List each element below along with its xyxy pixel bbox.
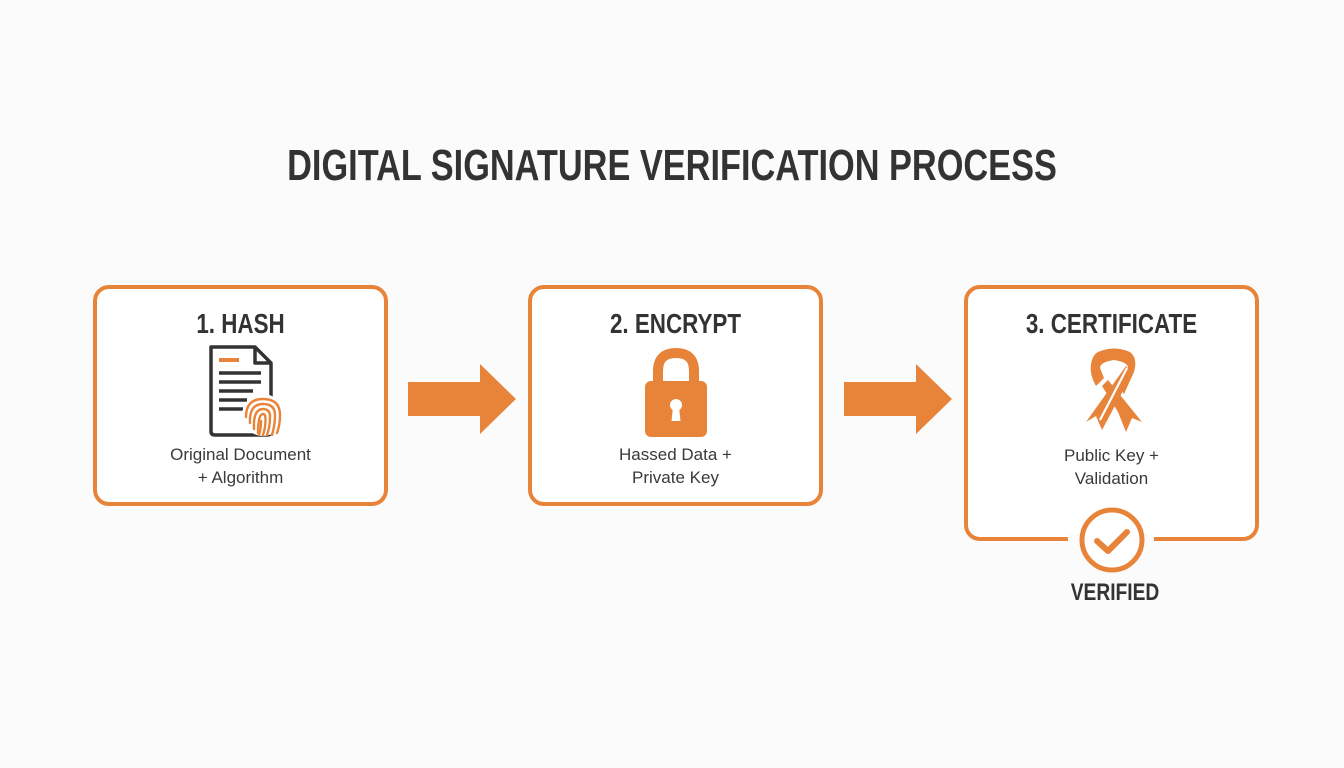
arrow-right-icon [844, 364, 952, 434]
step-description: Original Document + Algorithm [97, 443, 384, 489]
step-description-line: + Algorithm [197, 468, 284, 487]
diagram-title: DIGITAL SIGNATURE VERIFICATION PROCESS [287, 141, 1057, 190]
step-title: 3. CERTIFICATE [1025, 308, 1198, 339]
ribbon-icon [1086, 348, 1142, 432]
step-box-encrypt: 2. ENCRYPT Hassed Data + Private Key [528, 285, 823, 506]
step-title: 2. ENCRYPT [609, 308, 742, 339]
padlock-icon [645, 347, 707, 437]
step-title: 1. HASH [196, 308, 285, 339]
step-description-line: Private Key [632, 468, 719, 487]
arrow-right-icon [408, 364, 516, 434]
check-circle-icon [1079, 507, 1145, 573]
step-box-certificate: 3. CERTIFICATE Public Key + Validation [964, 285, 1259, 541]
step-description-line: Public Key + [1064, 446, 1159, 465]
verified-label: VERIFIED [1070, 579, 1160, 606]
step-box-hash: 1. HASH Original Document + Algorithm [93, 285, 388, 506]
document-fingerprint-icon [209, 345, 284, 437]
step-description-line: Hassed Data + [619, 445, 732, 464]
step-description-line: Original Document [170, 445, 311, 464]
step-description: Hassed Data + Private Key [532, 443, 819, 489]
step-description: Public Key + Validation [968, 444, 1255, 490]
step-description-line: Validation [1074, 469, 1149, 488]
